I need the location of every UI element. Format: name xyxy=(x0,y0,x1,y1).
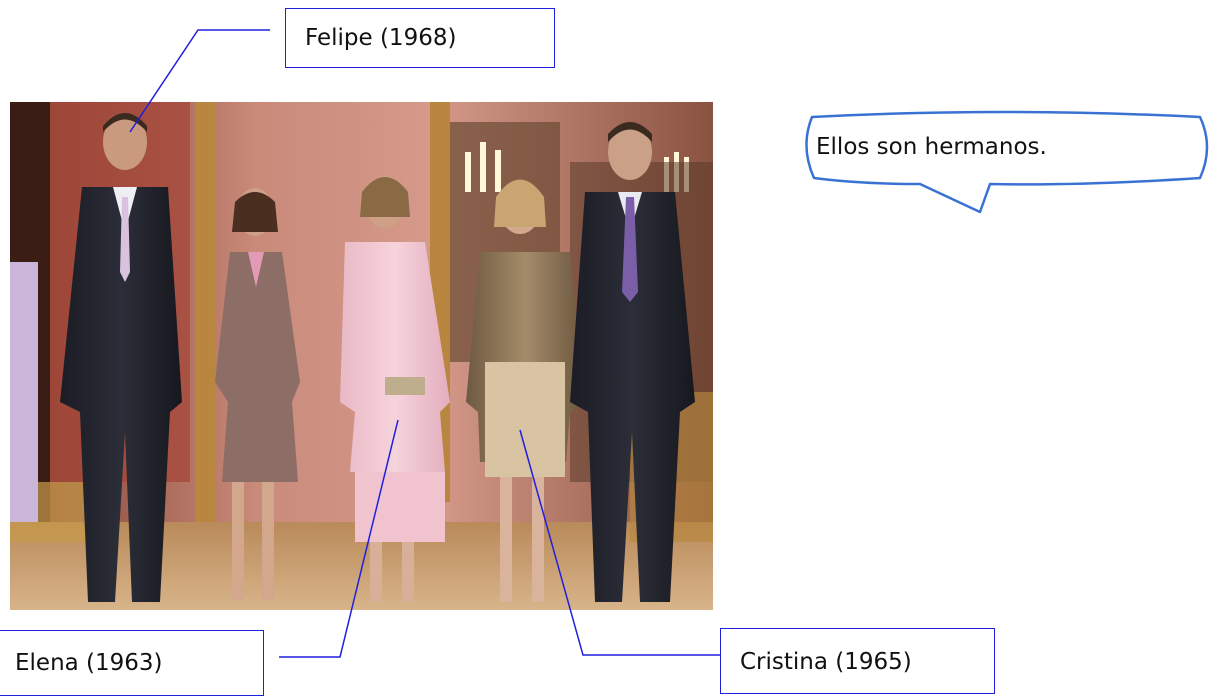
family-photo xyxy=(10,102,713,610)
label-cristina: Cristina (1965) xyxy=(720,628,995,694)
speech-bubble-text: Ellos son hermanos. xyxy=(816,134,1047,160)
label-elena: Elena (1963) xyxy=(0,630,264,696)
label-cristina-text: Cristina (1965) xyxy=(740,649,912,675)
speech-bubble xyxy=(805,110,1209,214)
label-felipe-text: Felipe (1968) xyxy=(305,25,457,51)
label-elena-text: Elena (1963) xyxy=(15,650,163,676)
label-felipe: Felipe (1968) xyxy=(285,8,555,68)
